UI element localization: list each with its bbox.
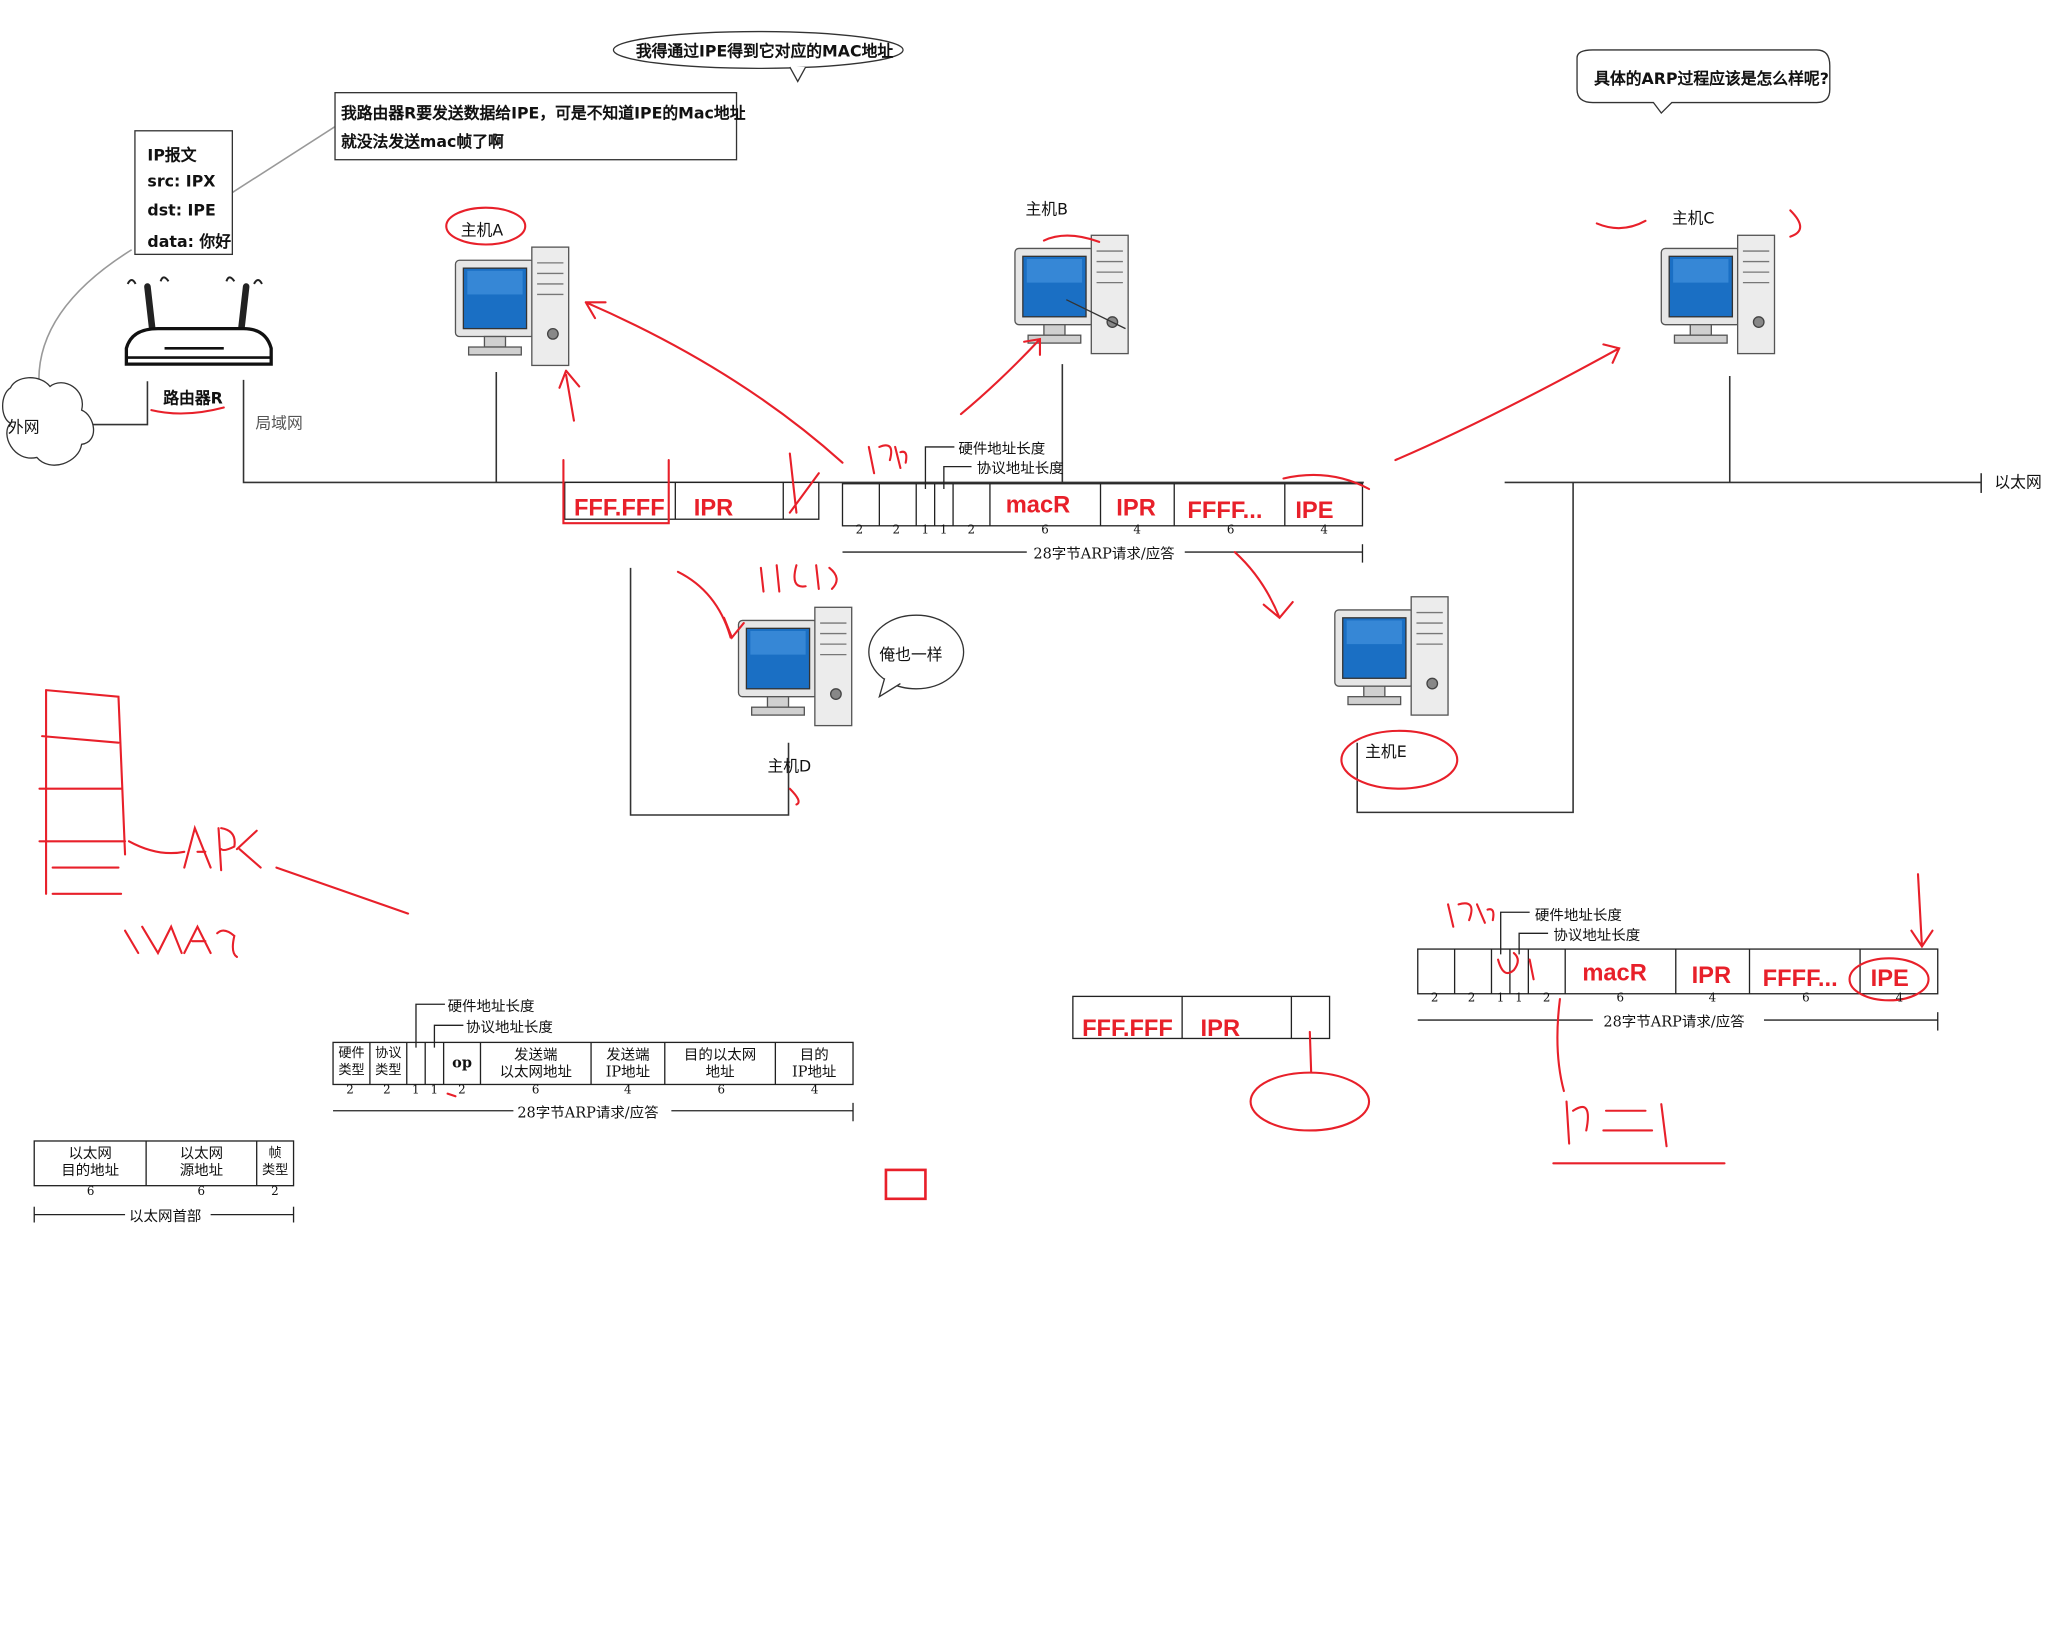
format-cell-target-ip: 目的 IP地址 xyxy=(791,1046,837,1081)
frame1-total: 28字节ARP请求/应答 xyxy=(1033,545,1175,563)
ip-packet-title: IP报文 xyxy=(147,145,197,165)
frame2-eth-dst: FFF.FFF xyxy=(1082,1014,1173,1042)
eth-cell-type: 帧 类型 xyxy=(261,1146,289,1178)
host-c-icon xyxy=(1660,234,1776,355)
ip-packet-data: data: 你好 xyxy=(147,232,232,252)
frame1-size-4: 2 xyxy=(967,524,976,538)
eth-size-0: 6 xyxy=(86,1185,95,1199)
frame2-size-7: 6 xyxy=(1802,992,1810,1006)
bubble-mac-question: 我得通过IPE得到它对应的MAC地址 xyxy=(635,42,894,61)
host-d-icon xyxy=(737,606,853,727)
frame2-size-2: 1 xyxy=(1496,992,1505,1006)
frame1-hw-len-label: 硬件地址长度 xyxy=(958,440,1046,458)
host-e-label: 主机E xyxy=(1365,742,1407,762)
frame1-size-5: 6 xyxy=(1041,524,1049,538)
format-proto-len-label: 协议地址长度 xyxy=(466,1018,553,1036)
outer-net-label: 外网 xyxy=(7,418,40,437)
format-cell-sender-mac: 发送端 以太网地址 xyxy=(499,1046,572,1081)
frame1-eth-src: IPR xyxy=(693,494,734,521)
host-d-label: 主机D xyxy=(767,757,812,776)
ip-packet-box xyxy=(134,130,234,256)
host-c-label: 主机C xyxy=(1671,209,1715,228)
eth-size-2: 2 xyxy=(271,1185,279,1199)
red-square xyxy=(884,1168,927,1201)
format-cell-proto-type: 协议 类型 xyxy=(375,1046,402,1078)
frame2-size-3: 1 xyxy=(1515,992,1523,1006)
frame2-sender-mac: macR xyxy=(1582,959,1647,986)
frame2-target-ip: IPE xyxy=(1870,964,1909,992)
frame1-sender-mac: macR xyxy=(1005,491,1071,518)
ip-packet-dst: dst: IPE xyxy=(147,201,216,220)
frame1-proto-len-label: 协议地址长度 xyxy=(976,460,1064,478)
format-size-6: 4 xyxy=(623,1084,632,1098)
frame1-size-0: 2 xyxy=(855,524,864,538)
format-size-0: 2 xyxy=(346,1084,354,1098)
format-cell-op: op xyxy=(452,1054,472,1072)
eth-cell-dst: 以太网 目的地址 xyxy=(61,1144,120,1180)
router-note-line1: 我路由器R要发送数据给IPE，可是不知道IPE的Mac地址 xyxy=(340,103,746,123)
frame1-size-6: 4 xyxy=(1133,524,1141,538)
frame2-sender-ip: IPR xyxy=(1691,962,1732,989)
lan-label: 局域网 xyxy=(255,414,303,433)
host-d-reply: 俺也一样 xyxy=(879,645,943,664)
frame2-eth-src: IPR xyxy=(1200,1014,1241,1042)
frame2-size-4: 2 xyxy=(1542,992,1551,1006)
frame1-size-8: 4 xyxy=(1320,524,1328,538)
format-cell-hw-type: 硬件 类型 xyxy=(338,1046,365,1078)
red-annotations xyxy=(38,107,1934,1165)
router-label: 路由器R xyxy=(163,389,223,408)
format-size-4: 2 xyxy=(458,1084,466,1098)
frame2-proto-len-label: 协议地址长度 xyxy=(1553,926,1641,944)
frame2-size-8: 4 xyxy=(1895,992,1904,1006)
frame1-target-ip: IPE xyxy=(1295,496,1334,524)
host-b-icon xyxy=(1014,234,1129,355)
frame2-target-mac: FFFF... xyxy=(1762,964,1838,992)
bubble-arp-process: 具体的ARP过程应该是怎么样呢? xyxy=(1594,69,1829,89)
format-size-7: 6 xyxy=(717,1084,725,1098)
format-cell-sender-ip: 发送端 IP地址 xyxy=(605,1046,651,1081)
frame1-eth-dst: FFF.FFF xyxy=(573,494,665,521)
frame1-size-3: 1 xyxy=(939,524,948,538)
diagram-canvas xyxy=(1,30,1982,1223)
frame1-size-2: 1 xyxy=(921,524,930,538)
frame2-size-5: 6 xyxy=(1616,992,1625,1006)
eth-cell-src: 以太网 源地址 xyxy=(179,1144,224,1180)
ip-packet-src: src: IPX xyxy=(147,172,216,191)
frame1-size-1: 2 xyxy=(892,524,901,538)
frame2-size-6: 4 xyxy=(1708,992,1717,1006)
format-cell-target-mac: 目的以太网 地址 xyxy=(683,1046,757,1081)
eth-size-1: 6 xyxy=(197,1185,206,1199)
format-size-3: 1 xyxy=(430,1084,439,1098)
frame2-size-0: 2 xyxy=(1430,992,1439,1006)
router-note xyxy=(334,92,738,161)
router-note-line2: 就没法发送mac帧了啊 xyxy=(340,132,504,152)
host-e-icon xyxy=(1334,596,1449,716)
frame1-target-mac: FFFF... xyxy=(1187,496,1263,524)
format-size-2: 1 xyxy=(412,1084,420,1098)
frame1-size-7: 6 xyxy=(1226,524,1235,538)
host-b-label: 主机B xyxy=(1025,199,1068,219)
format-size-5: 6 xyxy=(531,1084,540,1098)
format-hw-len-label: 硬件地址长度 xyxy=(447,997,535,1015)
format-size-8: 4 xyxy=(810,1084,819,1098)
format-size-1: 2 xyxy=(383,1084,391,1098)
eth-total: 以太网首部 xyxy=(129,1208,202,1226)
host-a-label: 主机A xyxy=(460,220,504,240)
frame2-total: 28字节ARP请求/应答 xyxy=(1603,1013,1745,1031)
ethernet-label: 以太网 xyxy=(1994,473,2042,492)
frame1-sender-ip: IPR xyxy=(1116,494,1156,521)
frame2-hw-len-label: 硬件地址长度 xyxy=(1534,907,1622,925)
frame2-size-1: 2 xyxy=(1467,992,1476,1006)
router-icon xyxy=(124,276,273,366)
format-total: 28字节ARP请求/应答 xyxy=(517,1104,659,1122)
host-a-icon xyxy=(454,246,570,367)
